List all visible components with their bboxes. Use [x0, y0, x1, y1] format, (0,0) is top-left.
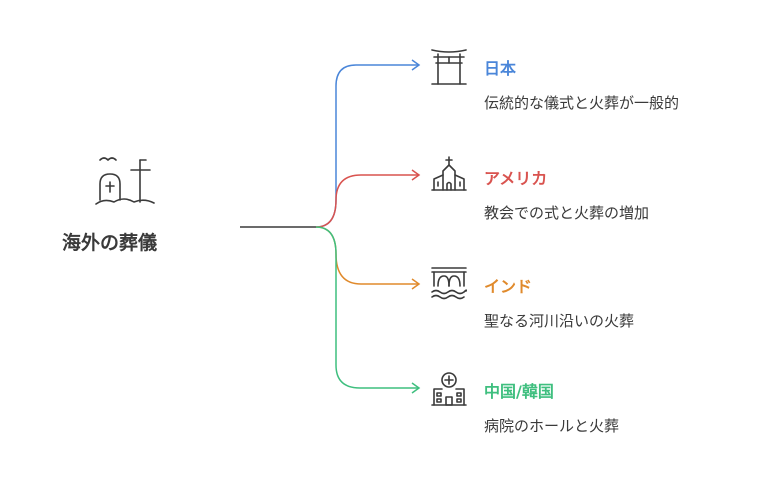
- branch-title-japan: 日本: [484, 59, 517, 78]
- root-title: 海外の葬儀: [62, 232, 158, 254]
- connector-china-korea: [315, 226, 418, 389]
- connector-america: [315, 174, 418, 228]
- branch-description-japan: 伝統的な儀式と火葬が一般的: [484, 94, 680, 112]
- connector-japan: [315, 64, 418, 228]
- graveyard-icon: [95, 157, 155, 205]
- torii-gate-icon: [431, 49, 467, 85]
- branch-description-india: 聖なる河川沿いの火葬: [484, 312, 635, 330]
- branch-title-china-korea: 中国/韓国: [484, 382, 554, 401]
- branch-title-america: アメリカ: [484, 169, 548, 188]
- branch-title-india: インド: [484, 277, 533, 296]
- arrow-head-america: [411, 169, 421, 181]
- arrow-head-china-korea: [411, 382, 421, 394]
- branch-description-america: 教会での式と火葬の増加: [484, 204, 650, 222]
- river-bridge-icon: [431, 267, 468, 300]
- arrow-head-japan: [411, 59, 421, 71]
- hospital-icon: [431, 372, 467, 406]
- branch-description-china-korea: 病院のホールと火葬: [484, 417, 620, 435]
- arrow-head-india: [411, 278, 421, 290]
- church-icon: [431, 156, 467, 191]
